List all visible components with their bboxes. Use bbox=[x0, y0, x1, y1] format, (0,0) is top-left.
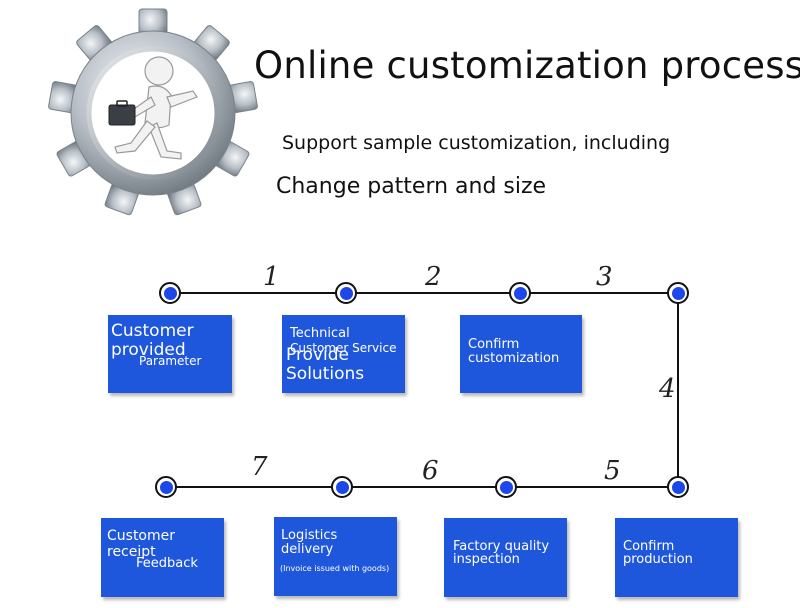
box-line-1: Technical bbox=[290, 326, 350, 341]
flow-node bbox=[159, 282, 181, 304]
connector-right bbox=[677, 293, 679, 487]
box-line-2: inspection bbox=[453, 552, 520, 567]
box-line-1: Factory quality bbox=[453, 539, 550, 554]
box-line-2: customization bbox=[468, 351, 560, 366]
subtitle-line-1: Support sample customization, including bbox=[282, 132, 671, 154]
node-dot bbox=[163, 286, 177, 300]
gear-runner-illustration bbox=[48, 8, 258, 216]
flow-node bbox=[335, 282, 357, 304]
flow-node bbox=[495, 476, 517, 498]
node-dot bbox=[513, 286, 527, 300]
step-box-customer-provided: Customer provided Parameter bbox=[108, 315, 232, 393]
box-main-text: Customer receipt bbox=[107, 528, 176, 560]
step-number-4: 4 bbox=[659, 374, 676, 404]
connector-top bbox=[170, 292, 678, 294]
box-note-text: (Invoice issued with goods) bbox=[280, 564, 390, 573]
step-box-customer-receipt: Customer receipt Feedback bbox=[101, 518, 224, 597]
node-dot bbox=[339, 286, 353, 300]
subtitle-line-2: Change pattern and size bbox=[276, 174, 547, 199]
box-sub-text: Feedback bbox=[136, 556, 198, 571]
node-dot bbox=[671, 286, 685, 300]
box-sub-text: Parameter bbox=[139, 354, 202, 368]
step-box-confirm-customization: Confirm customization bbox=[460, 315, 582, 393]
flow-node bbox=[155, 476, 177, 498]
box-line-1: Confirm bbox=[468, 337, 520, 352]
step-number-1: 1 bbox=[263, 262, 280, 292]
node-dot bbox=[499, 480, 513, 494]
node-dot bbox=[335, 480, 349, 494]
box-line-2: production bbox=[623, 552, 693, 567]
step-number-3: 3 bbox=[596, 262, 613, 292]
flow-node bbox=[667, 282, 689, 304]
box-main-text: Provide Solutions bbox=[286, 345, 365, 384]
flow-node bbox=[667, 476, 689, 498]
step-box-technical-service: Technical Customer Service Provide Solut… bbox=[282, 315, 405, 393]
flow-node bbox=[509, 282, 531, 304]
flow-node bbox=[331, 476, 353, 498]
step-box-factory-inspection: Factory quality inspection bbox=[444, 518, 567, 597]
node-dot bbox=[671, 480, 685, 494]
step-box-confirm-production: Confirm production bbox=[615, 518, 738, 597]
box-line-1: Confirm bbox=[623, 539, 675, 554]
step-box-logistics-delivery: Logistics delivery (Invoice issued with … bbox=[274, 517, 397, 596]
box-line-2: delivery bbox=[281, 542, 334, 557]
box-main-text: Customer provided bbox=[111, 321, 194, 360]
node-dot bbox=[159, 480, 173, 494]
step-number-7: 7 bbox=[251, 452, 268, 482]
step-number-2: 2 bbox=[425, 262, 442, 292]
step-number-6: 6 bbox=[422, 456, 439, 486]
box-line-1: Logistics bbox=[281, 528, 338, 543]
connector-bottom bbox=[166, 486, 678, 488]
step-number-5: 5 bbox=[604, 456, 621, 486]
box-line-2: Customer Service bbox=[290, 341, 397, 355]
page-title: Online customization process bbox=[254, 44, 800, 87]
